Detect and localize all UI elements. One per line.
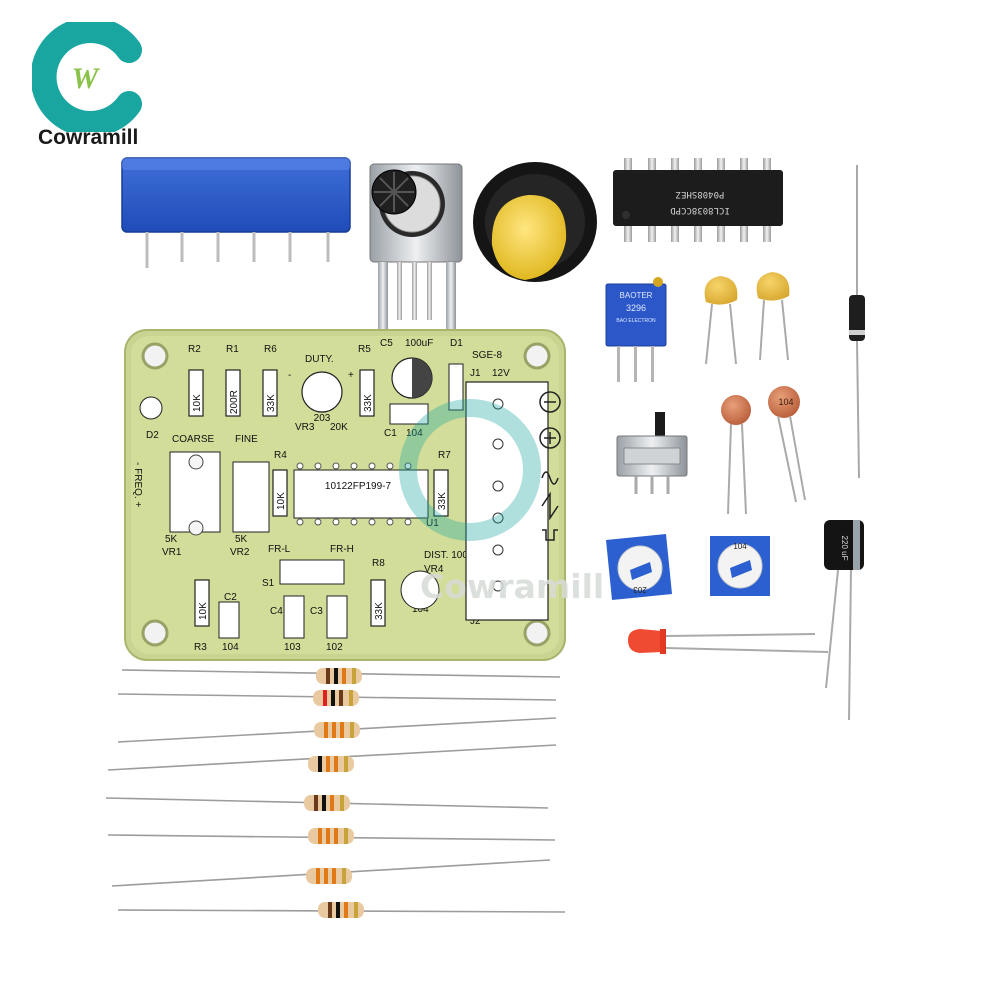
label-vr3-val: 20K: [330, 422, 348, 433]
trimmer-203-label: 203: [633, 585, 647, 594]
val-r7: 33K: [437, 492, 448, 510]
val-c4: 103: [284, 642, 301, 653]
val-r1: 200R: [229, 390, 240, 414]
val-c3: 102: [326, 642, 343, 653]
red-led: [628, 629, 829, 654]
label-sge: SGE-8: [472, 350, 502, 361]
yellow-ceramic-capacitor-2: [756, 272, 790, 361]
val-vr4: 104: [412, 604, 429, 615]
electrolytic-capacitor: 220 uF: [824, 520, 864, 721]
brand-name: Cowramill: [38, 126, 139, 149]
brand-logo: W Cowramill: [30, 17, 152, 154]
label-j1-volt: 12V: [492, 368, 510, 379]
ref-vr4: VR4: [424, 564, 444, 575]
label-fr-l: FR-L: [268, 544, 291, 555]
chip-marking-line2: P0408SHEZ: [675, 189, 724, 199]
label-vr2-val: 5K: [235, 534, 248, 545]
label-dist: DIST. 100K: [424, 550, 475, 561]
ref-r8: R8: [372, 558, 385, 569]
label-duty-minus: -: [288, 370, 291, 381]
resistor-1: [121, 668, 561, 684]
ref-r2: R2: [188, 344, 201, 355]
label-duty-plus: +: [348, 370, 354, 381]
ref-c5: C5: [380, 338, 393, 349]
val-r5: 33K: [363, 394, 374, 412]
val-r3: 10K: [198, 602, 209, 620]
blue-trimmer-2: 104: [710, 536, 770, 596]
icl8038-chip: P0408SHEZ ICL8038CCPD: [613, 158, 783, 242]
cowramill-logo-icon: W: [30, 17, 142, 137]
yellow-knob: [473, 162, 597, 282]
slide-switch: [616, 412, 688, 494]
ceramic-capacitor-104: 104: [768, 386, 806, 503]
ref-s1: S1: [262, 578, 275, 589]
watermark-text: Cowramill: [420, 567, 604, 606]
ceramic-capacitor-1: [721, 395, 751, 515]
ref-u1: U1: [426, 518, 439, 529]
ref-vr1: VR1: [162, 547, 182, 558]
ref-d2: D2: [146, 430, 159, 441]
ic-marking: 10122FP199-7: [325, 481, 392, 492]
ref-r1: R1: [226, 344, 239, 355]
trimmer-label-2: 3296: [626, 303, 646, 313]
trimmer-3296: BAOTER 3296 BAO ELECTRON: [605, 277, 667, 382]
trimmer-label-3: BAO ELECTRON: [616, 318, 656, 324]
val-c2: 104: [222, 642, 239, 653]
label-coarse: COARSE: [172, 434, 215, 445]
pcb-silk: R2 R1 R6 R5 C5 100uF D1 DUTY. - + SGE-8 …: [132, 338, 510, 653]
label-fr-h: FR-H: [330, 544, 354, 555]
chip-marking-line1: ICL8038CCPD: [670, 205, 730, 215]
ref-r3: R3: [194, 642, 207, 653]
val-r4: 10K: [276, 492, 287, 510]
ceramic-label: 104: [778, 397, 793, 407]
label-freq: - FREQ. +: [132, 462, 143, 507]
ref-j1: J1: [470, 368, 481, 379]
val-c5: 100uF: [405, 338, 433, 349]
val-r6: 33K: [266, 394, 277, 412]
ref-vr2: VR2: [230, 547, 250, 558]
trimmer-104-label: 104: [733, 542, 747, 551]
resistor-values: 10K 200R 33K 33K 10K 33K 10K 33K: [192, 390, 448, 620]
ref-c3: C3: [310, 606, 323, 617]
ref-r7: R7: [438, 450, 451, 461]
diode: [849, 165, 865, 479]
ref-c4: C4: [270, 606, 283, 617]
resistor-4: [107, 744, 557, 772]
resistor-7: [111, 859, 551, 887]
val-r2: 10K: [192, 394, 203, 412]
ref-d1: D1: [450, 338, 463, 349]
resistor-3: [117, 717, 557, 743]
resistor-5: [105, 795, 549, 811]
val-vr3-code: 203: [314, 413, 331, 424]
logo-letter: W: [72, 62, 101, 95]
ref-c2: C2: [224, 592, 237, 603]
val-c1: 104: [406, 428, 423, 439]
resistor-8: [117, 902, 566, 918]
ref-r4: R4: [274, 450, 287, 461]
ref-c1: C1: [384, 428, 397, 439]
label-duty: DUTY.: [305, 354, 334, 365]
yellow-ceramic-capacitor-1: [704, 276, 738, 365]
multiturn-potentiometer: [121, 157, 351, 268]
label-vr1-val: 5K: [165, 534, 178, 545]
electrolytic-label: 220 uF: [840, 536, 849, 561]
resistor-2: [117, 690, 557, 706]
label-fine: FINE: [235, 434, 258, 445]
ref-vr3: VR3: [295, 422, 315, 433]
rotary-potentiometer: [369, 163, 463, 330]
resistor-6: [107, 828, 556, 844]
trimmer-label-1: BAOTER: [620, 291, 653, 300]
ref-r6: R6: [264, 344, 277, 355]
pcb-board: R2 R1 R6 R5 C5 100uF D1 DUTY. - + SGE-8 …: [124, 329, 604, 661]
ref-r5: R5: [358, 344, 371, 355]
blue-trimmer-1: 203: [606, 534, 672, 600]
val-r8: 33K: [374, 602, 385, 620]
ref-j2: J2: [470, 616, 481, 627]
